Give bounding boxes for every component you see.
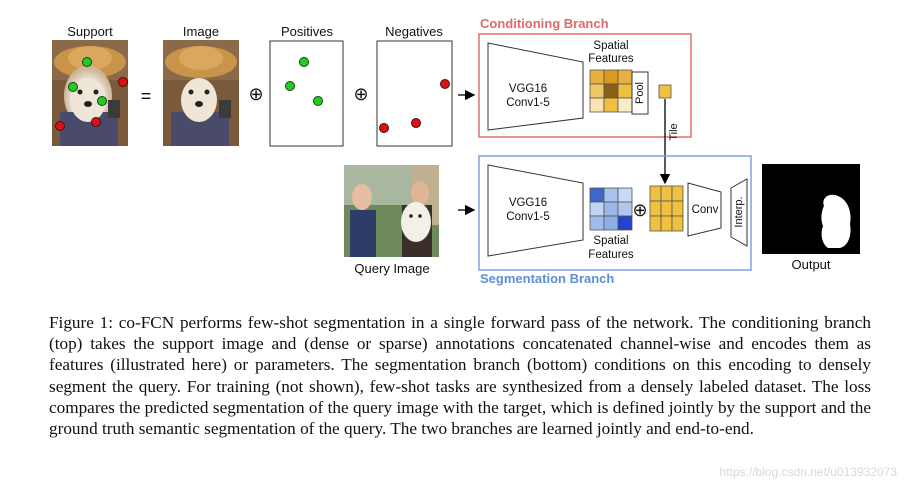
vgg-encoder-bottom	[487, 164, 584, 257]
pool-label: Pool	[634, 82, 646, 104]
plus-icon: ⊕	[353, 84, 368, 105]
conv-label: Conv	[692, 204, 719, 216]
plus-icon: ⊕	[632, 200, 647, 221]
caption-text: Figure 1: co-FCN performs few-shot segme…	[49, 313, 871, 439]
spatial-features-top-1: Spatial	[593, 40, 628, 52]
negatives-label: Negatives	[385, 24, 443, 39]
segmentation-branch-title: Segmentation Branch	[480, 271, 614, 286]
pooled-feature	[658, 84, 672, 99]
spatial-features-top-2: Features	[588, 53, 634, 65]
equals-sign: =	[141, 86, 152, 106]
positives-map	[269, 40, 344, 147]
support-image	[52, 40, 128, 146]
output-mask	[762, 164, 860, 254]
tile-label: Tile	[668, 123, 680, 140]
conv-layer	[687, 182, 722, 237]
interp-layer	[730, 178, 748, 247]
support-label: Support	[67, 24, 113, 39]
query-image-photo	[344, 165, 439, 257]
figure-diagram: Support = Image ⊕ Positives ⊕ Negatives …	[52, 16, 860, 286]
feature-grid-tiled	[649, 185, 684, 232]
vgg-encoder-top	[487, 42, 584, 131]
vgg-bottom-label-1: VGG16	[509, 197, 547, 209]
feature-grid-bottom	[589, 187, 633, 231]
figure-caption: Figure 1: co-FCN performs few-shot segme…	[49, 312, 871, 439]
spatial-features-bottom-1: Spatial	[593, 235, 628, 247]
watermark: https://blog.csdn.net/u013932073	[719, 465, 897, 479]
feature-grid-top	[589, 69, 633, 113]
segmentation-branch-box	[478, 155, 752, 271]
spatial-features-bottom-2: Features	[588, 249, 634, 261]
conditioning-branch-box	[478, 33, 692, 138]
plus-icon: ⊕	[248, 84, 263, 105]
query-image-label: Query Image	[354, 261, 429, 276]
image-photo	[163, 40, 239, 146]
vgg-top-label-1: VGG16	[509, 83, 547, 95]
vgg-top-label-2: Conv1-5	[506, 97, 549, 109]
pool-layer	[631, 71, 649, 115]
vgg-bottom-label-2: Conv1-5	[506, 211, 549, 223]
negatives-map	[376, 40, 453, 147]
positives-label: Positives	[281, 24, 334, 39]
conditioning-branch-title: Conditioning Branch	[480, 16, 609, 31]
interp-label: Interp.	[733, 196, 745, 227]
image-label: Image	[183, 24, 219, 39]
output-label: Output	[791, 257, 830, 272]
